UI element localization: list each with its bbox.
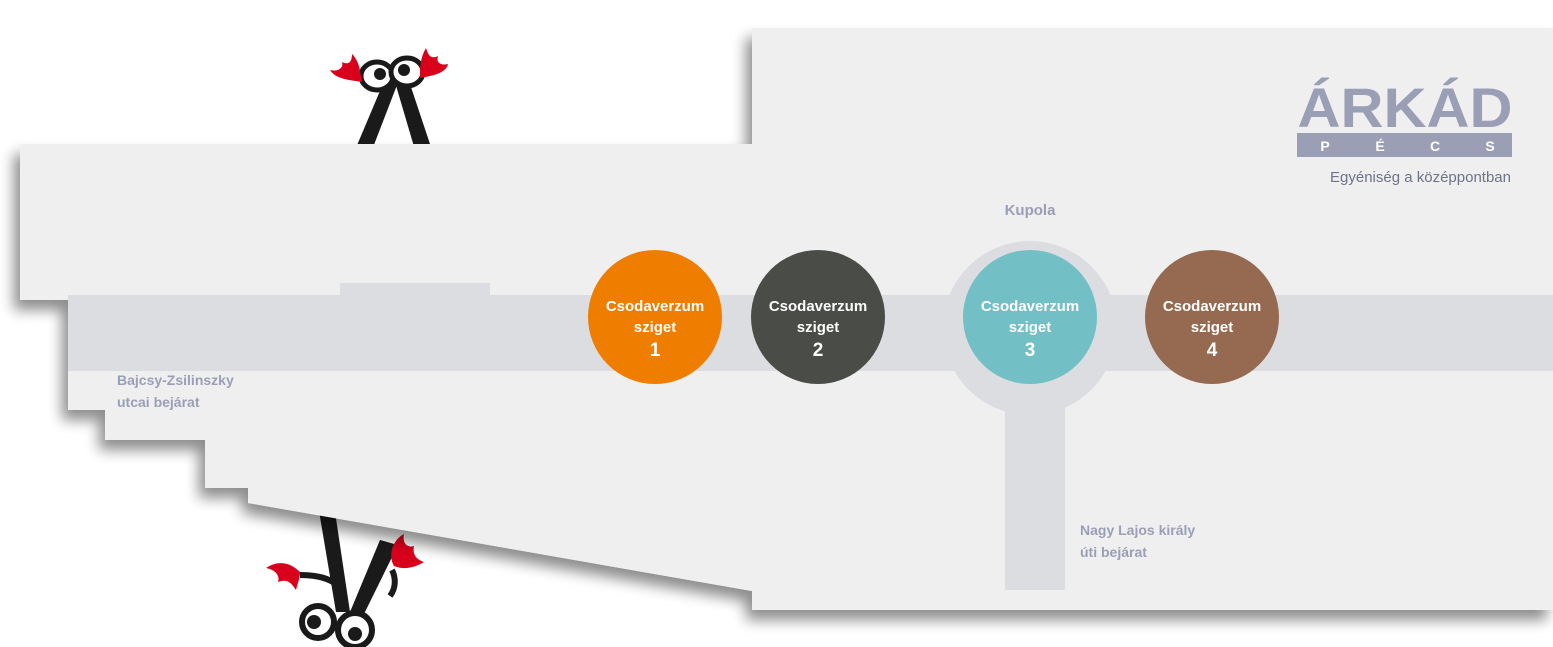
island-2-circle[interactable] (751, 250, 885, 384)
island-3-number: 3 (1025, 340, 1036, 361)
logo-name: ÁRKÁD (1298, 76, 1513, 139)
entrance-bajcsy-line1: Bajcsy-Zsilinszky (117, 372, 234, 388)
island-3-label-line2: sziget (1009, 319, 1052, 336)
island-1[interactable]: Csodaverzum sziget 1 (588, 250, 722, 384)
island-4-number: 4 (1207, 340, 1218, 361)
entrance-bajcsy-line2: utcai bejárat (117, 394, 200, 410)
entrance-nagy-lajos: Nagy Lajos király úti bejárat (1080, 522, 1195, 560)
island-4-label-line2: sziget (1191, 319, 1234, 336)
island-3-circle[interactable] (963, 250, 1097, 384)
logo-city-letter-1: P (1320, 138, 1329, 154)
island-2[interactable]: Csodaverzum sziget 2 (751, 250, 885, 384)
mascot-top (330, 48, 448, 150)
arkad-logo: ÁRKÁD P É C S Egyéniség a középpontban (1297, 76, 1513, 186)
logo-city-letter-2: É (1375, 138, 1384, 154)
island-3-label-line1: Csodaverzum (981, 298, 1079, 315)
entrance-nagy-lajos-line1: Nagy Lajos király (1080, 522, 1195, 538)
island-2-label-line2: sziget (797, 319, 840, 336)
island-1-label-line1: Csodaverzum (606, 298, 704, 315)
island-1-circle[interactable] (588, 250, 722, 384)
entrance-bajcsy: Bajcsy-Zsilinszky utcai bejárat (117, 372, 234, 410)
island-4-circle[interactable] (1145, 250, 1279, 384)
logo-city-bar (1297, 133, 1512, 157)
logo-city-letter-3: C (1430, 138, 1440, 154)
logo-tagline: Egyéniség a középpontban (1330, 169, 1511, 186)
island-4[interactable]: Csodaverzum sziget 4 (1145, 250, 1279, 384)
kupola-label: Kupola (1005, 202, 1056, 219)
island-1-label-line2: sziget (634, 319, 677, 336)
island-1-number: 1 (650, 340, 661, 361)
entrance-nagy-lajos-line2: úti bejárat (1080, 544, 1147, 560)
island-2-label-line1: Csodaverzum (769, 298, 867, 315)
island-2-number: 2 (813, 340, 824, 361)
island-4-label-line1: Csodaverzum (1163, 298, 1261, 315)
mascot-bottom (266, 505, 424, 647)
logo-city-letter-4: S (1485, 138, 1494, 154)
island-3[interactable]: Csodaverzum sziget 3 (963, 250, 1097, 384)
